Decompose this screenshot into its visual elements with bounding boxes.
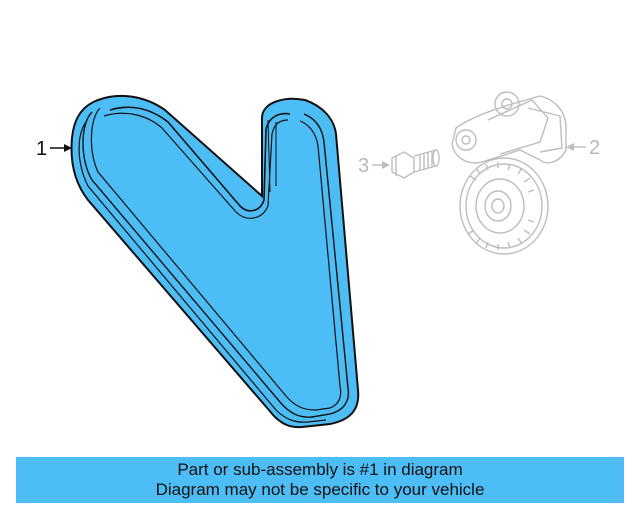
callout-3[interactable]: 3 <box>358 155 390 177</box>
callout-2-arrowhead <box>566 143 574 151</box>
callout-1-label: 1 <box>36 138 47 160</box>
tensioner-arm <box>487 99 549 155</box>
belt-rib-line-3 <box>90 107 342 411</box>
callout-3-arrowhead <box>382 161 390 169</box>
tensioner-pulley-bolt <box>491 198 505 214</box>
callout-1[interactable]: 1 <box>36 138 72 160</box>
tensioner-pulley-face <box>475 178 525 234</box>
callout-3-label: 3 <box>358 155 369 177</box>
serpentine-belt[interactable] <box>70 94 360 429</box>
belt-outer-body <box>70 94 360 429</box>
tensioner-pulley-ribs <box>467 162 535 250</box>
tensioner-mount-hole <box>455 129 477 151</box>
tensioner-pulley-hub <box>484 190 512 222</box>
callout-1-arrowhead <box>64 144 72 152</box>
belt-inner-edge-2 <box>103 112 289 219</box>
bolt[interactable] <box>391 149 440 179</box>
belt-inner-edge-3 <box>267 119 277 193</box>
belt-rib-line-1 <box>82 111 350 418</box>
belt-rib-line-2 <box>78 121 327 423</box>
belt-tensioner[interactable] <box>451 91 567 255</box>
belt-inner-edge <box>109 106 291 212</box>
diagram-caption-banner: Part or sub-assembly is #1 in diagram Di… <box>16 457 624 503</box>
callout-2-label: 2 <box>589 137 600 159</box>
tensioner-mount-hole-inner <box>461 135 471 145</box>
tensioner-spring-housing <box>527 107 563 153</box>
tensioner-pulley-rim <box>465 163 543 249</box>
tensioner-pulley-outer <box>459 157 549 255</box>
bolt-thread <box>419 151 433 170</box>
caption-line-part-number: Part or sub-assembly is #1 in diagram <box>177 460 463 479</box>
bolt-tip <box>432 149 440 167</box>
tensioner-top-boss <box>494 91 520 117</box>
tensioner-top-boss-hole <box>501 98 513 110</box>
callout-2[interactable]: 2 <box>566 137 600 159</box>
caption-line-disclaimer: Diagram may not be specific to your vehi… <box>155 480 485 499</box>
tensioner-bracket <box>451 95 567 164</box>
